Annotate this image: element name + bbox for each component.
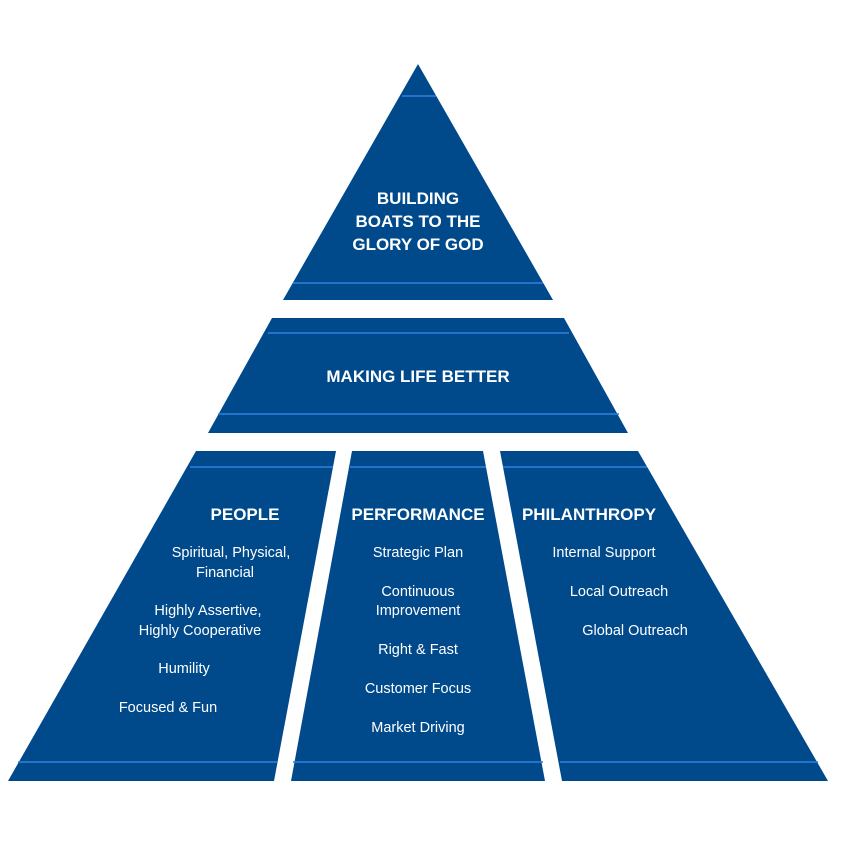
- performance-item-1: Strategic Plan: [373, 545, 463, 561]
- middle-tier: MAKING LIFE BETTER: [208, 318, 628, 433]
- pillar-performance: PERFORMANCE Strategic Plan Continuous Im…: [291, 451, 545, 781]
- philanthropy-heading: PHILANTHROPY: [522, 505, 657, 524]
- people-item-3: Humility: [158, 661, 210, 677]
- people-item-2-line-2: Highly Cooperative: [139, 623, 262, 639]
- people-item-4: Focused & Fun: [119, 700, 217, 716]
- philanthropy-item-1: Internal Support: [552, 545, 655, 561]
- apex-line-3: GLORY OF GOD: [352, 235, 483, 254]
- performance-item-5: Market Driving: [371, 720, 464, 736]
- middle-block: [208, 318, 628, 433]
- people-item-1-line-1: Spiritual, Physical,: [172, 545, 290, 561]
- pillar-people: PEOPLE Spiritual, Physical, Financial Hi…: [8, 451, 336, 781]
- philanthropy-item-3: Global Outreach: [582, 623, 688, 639]
- performance-heading: PERFORMANCE: [351, 505, 484, 524]
- people-heading: PEOPLE: [211, 505, 280, 524]
- philanthropy-block: [500, 451, 828, 781]
- philanthropy-item-2: Local Outreach: [570, 584, 668, 600]
- performance-item-3: Right & Fast: [378, 642, 458, 658]
- apex-block: [283, 64, 553, 300]
- performance-item-4: Customer Focus: [365, 681, 471, 697]
- people-item-1-line-2: Financial: [196, 565, 254, 581]
- performance-item-2-line-1: Continuous: [381, 584, 454, 600]
- middle-label: MAKING LIFE BETTER: [326, 367, 509, 386]
- pillar-philanthropy: PHILANTHROPY Internal Support Local Outr…: [500, 451, 828, 781]
- performance-block: [291, 451, 545, 781]
- apex-line-1: BUILDING: [377, 189, 459, 208]
- people-block: [8, 451, 336, 781]
- apex-line-2: BOATS TO THE: [356, 212, 481, 231]
- performance-item-2-line-2: Improvement: [376, 603, 461, 619]
- people-item-2-line-1: Highly Assertive,: [154, 603, 261, 619]
- apex-tier: BUILDING BOATS TO THE GLORY OF GOD: [283, 64, 553, 300]
